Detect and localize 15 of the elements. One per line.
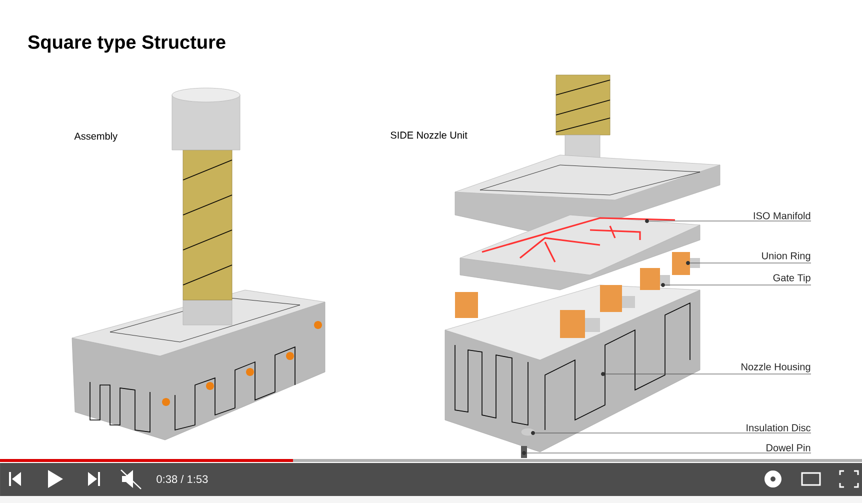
time-display: 0:38 / 1:53	[156, 474, 208, 484]
view-caption: Assembly	[74, 132, 118, 142]
leader-line	[648, 220, 812, 222]
view-caption: SIDE Nozzle Unit	[390, 131, 468, 139]
leader-line	[664, 284, 812, 286]
part-label: Union Ring	[762, 252, 810, 262]
leader-line	[534, 432, 812, 434]
part-label: Insulation Disc	[746, 424, 811, 432]
leader-line	[526, 452, 812, 454]
part-label: Gate Tip	[773, 274, 810, 284]
slide-title: Square type Structure	[28, 35, 226, 53]
leader-line	[690, 262, 812, 264]
part-label: ISO Manifold	[754, 212, 810, 220]
part-label: Dowel Pin	[766, 444, 810, 452]
part-label: Nozzle Housing	[742, 362, 810, 372]
